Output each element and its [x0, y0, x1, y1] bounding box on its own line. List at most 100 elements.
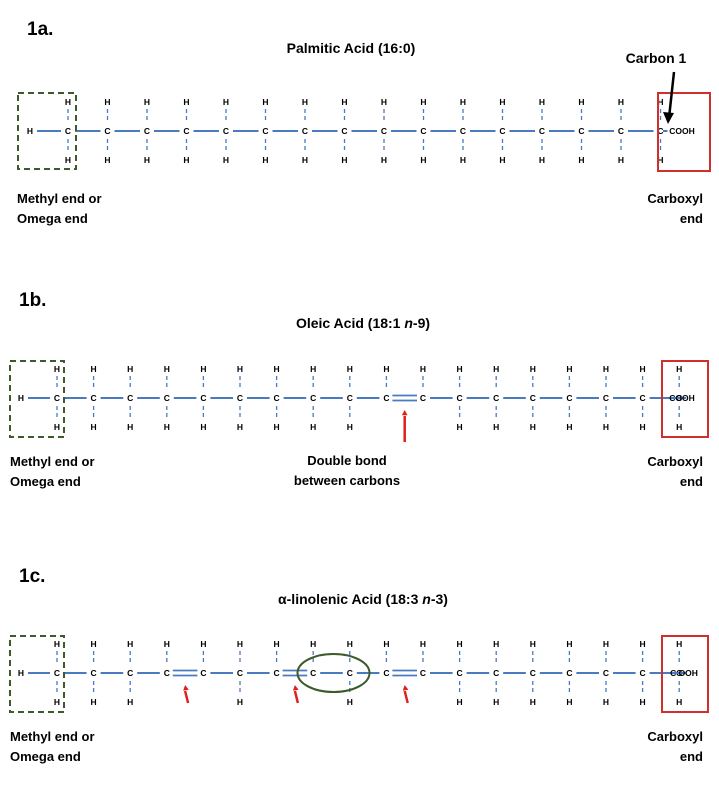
arrow-head — [663, 112, 674, 124]
carboxyl-group: COOH — [669, 393, 695, 403]
carboxyl-group: COOH — [669, 126, 695, 136]
hydrogen-atom: H — [603, 422, 609, 432]
carboxyl-group: C OOH — [670, 668, 698, 678]
carbon-atom: C — [302, 126, 308, 136]
hydrogen-atom: H — [603, 697, 609, 707]
methyl-end-label: Omega end — [17, 211, 88, 226]
hydrogen-atom: H — [127, 697, 133, 707]
carbon-atom: C — [347, 393, 353, 403]
carbon-atom: C — [640, 668, 646, 678]
carbon-atom: C — [460, 126, 466, 136]
double-bond-arrow — [403, 690, 409, 704]
title-italic: n — [422, 591, 431, 607]
hydrogen-atom: H — [164, 639, 170, 649]
methyl-end-label: Omega end — [10, 749, 81, 764]
carbon-atom: C — [54, 393, 60, 403]
hydrogen-atom: H — [499, 97, 505, 107]
methyl-end-box — [17, 92, 77, 170]
carbon-atom: C — [420, 393, 426, 403]
double-bond-arrow — [183, 690, 190, 704]
hydrogen-atom: H — [54, 364, 60, 374]
hydrogen-atom: H — [493, 697, 499, 707]
arrow-head — [292, 685, 299, 691]
carbon-atom: C — [640, 393, 646, 403]
panel-label: 1c. — [19, 566, 45, 587]
hydrogen-atom: H — [381, 155, 387, 165]
carbon-atom: C — [200, 393, 206, 403]
panel-label: 1a. — [27, 19, 53, 40]
hydrogen-atom: H — [657, 155, 663, 165]
hydrogen-atom: H — [54, 697, 60, 707]
hydrogen-atom: H — [223, 97, 229, 107]
hydrogen-atom: H — [200, 639, 206, 649]
carbon-atom: C — [164, 668, 170, 678]
hydrogen-atom: H — [144, 97, 150, 107]
carbon-atom: C — [127, 668, 133, 678]
arrow-head — [402, 685, 409, 691]
hydrogen-atom: H — [618, 97, 624, 107]
carbon-atom: C — [164, 393, 170, 403]
methyl-end-box — [9, 635, 65, 713]
hydrogen-atom: H — [640, 422, 646, 432]
hydrogen-atom: H — [640, 364, 646, 374]
carbon-atom: C — [127, 393, 133, 403]
hydrogen-atom: H — [237, 639, 243, 649]
carbon-atom: C — [54, 668, 60, 678]
carbon-atom: C — [223, 126, 229, 136]
hydrogen-atom: H — [104, 155, 110, 165]
hydrogen-atom: H — [183, 97, 189, 107]
hydrogen-atom: H — [237, 422, 243, 432]
panel-1: 1a. Palmitic Acid (16:0) H C H H C H H C H H C H H C H H C… — [17, 19, 711, 226]
carboxyl-end-label: end — [680, 211, 703, 226]
hydrogen-atom: H — [310, 422, 316, 432]
arrow-head — [183, 685, 189, 691]
hydrogen-atom: H — [420, 97, 426, 107]
panel-title: Palmitic Acid (16:0) — [287, 40, 416, 56]
hydrogen-atom: H — [310, 639, 316, 649]
hydrogen-atom: H — [457, 697, 463, 707]
hydrogen-atom: H — [530, 364, 536, 374]
terminal-hydrogen: H — [18, 393, 24, 403]
omega-3-ellipse — [296, 653, 371, 693]
hydrogen-atom: H — [381, 97, 387, 107]
hydrogen-atom: H — [530, 422, 536, 432]
carbon-atom: C — [274, 668, 280, 678]
carbon-atom: C — [457, 668, 463, 678]
hydrogen-atom: H — [302, 155, 308, 165]
hydrogen-atom: H — [54, 422, 60, 432]
hydrogen-atom: H — [347, 422, 353, 432]
hydrogen-atom: H — [530, 697, 536, 707]
hydrogen-atom: H — [104, 97, 110, 107]
carbon-atom: C — [530, 393, 536, 403]
carbon-atom: C — [420, 126, 426, 136]
hydrogen-atom: H — [127, 422, 133, 432]
hydrogen-atom: H — [457, 422, 463, 432]
hydrogen-atom: H — [676, 697, 682, 707]
carboxyl-end-label: Carboxyl — [647, 191, 703, 206]
terminal-hydrogen: H — [18, 668, 24, 678]
methyl-end-label: Methyl end or — [10, 454, 95, 469]
hydrogen-atom: H — [237, 697, 243, 707]
carbon-atom: C — [65, 126, 71, 136]
hydrogen-atom: H — [618, 155, 624, 165]
carbon-atom: C — [237, 393, 243, 403]
hydrogen-atom: H — [164, 364, 170, 374]
carbon-atom: C — [539, 126, 545, 136]
hydrogen-atom: H — [676, 422, 682, 432]
panel-title: Oleic Acid (18:1 n-9) — [296, 315, 430, 331]
carbon-atom: C — [310, 393, 316, 403]
carbon-atom: C — [91, 393, 97, 403]
carbon-atom: C — [262, 126, 268, 136]
hydrogen-atom: H — [144, 155, 150, 165]
carbon-atom: C — [493, 668, 499, 678]
hydrogen-atom: H — [65, 97, 71, 107]
carboxyl-end-label: Carboxyl — [647, 454, 703, 469]
title-prefix: α-linolenic Acid (18:3 — [278, 591, 422, 607]
hydrogen-atom: H — [341, 155, 347, 165]
carbon-atom: C — [104, 126, 110, 136]
carbon-atom: C — [183, 126, 189, 136]
hydrogen-atom: H — [460, 97, 466, 107]
hydrogen-atom: H — [603, 364, 609, 374]
hydrogen-atom: H — [91, 639, 97, 649]
